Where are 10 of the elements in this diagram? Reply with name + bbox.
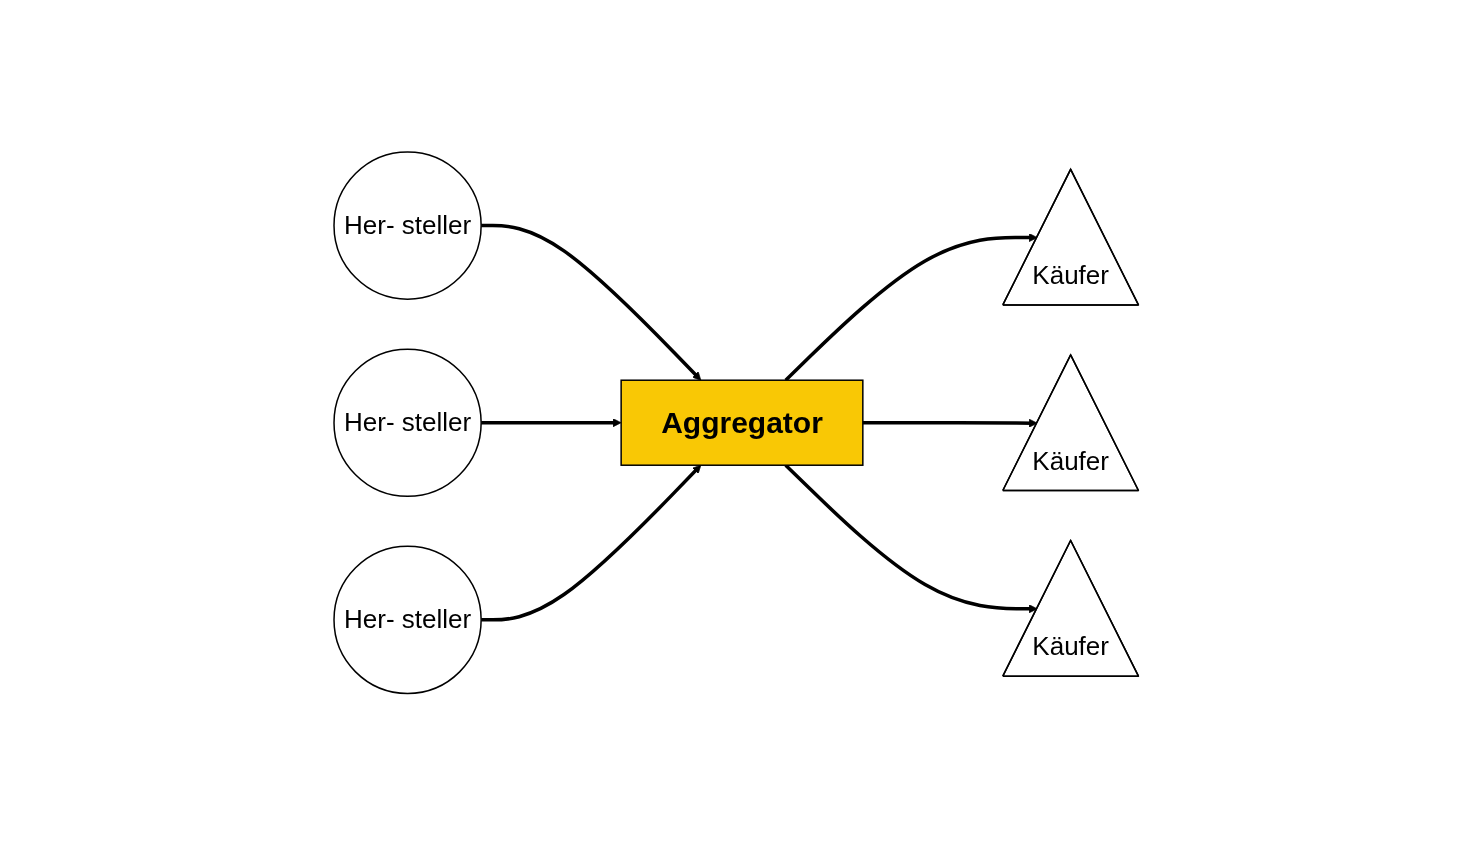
node-circle: Her- steller — [333, 151, 483, 301]
node-circle: Her- steller — [333, 348, 483, 498]
arrow — [863, 419, 1038, 428]
arrow — [481, 418, 622, 428]
arrow — [784, 464, 1038, 614]
node-circle: Her- steller — [333, 545, 483, 695]
arrow — [481, 465, 702, 622]
node-box: Aggregator — [620, 379, 864, 467]
arrow — [481, 224, 702, 381]
arrow — [784, 233, 1038, 382]
